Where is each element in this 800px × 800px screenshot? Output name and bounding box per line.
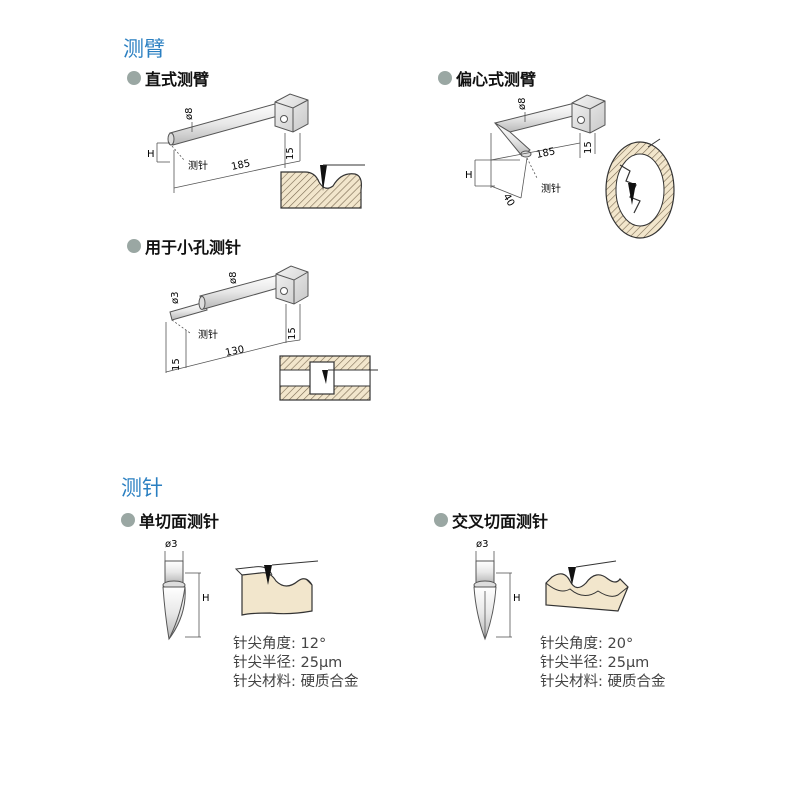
small-hole-arm-diagram: ø3 ø8 测针 15 130 15	[165, 265, 309, 373]
spec-radius: 针尖半径: 25µm	[233, 655, 343, 671]
dim-dia-label: ø3	[476, 539, 488, 550]
probe-label: 测针	[541, 182, 561, 195]
subtitle-cross-cut: 交叉切面测针	[434, 508, 548, 532]
single-cut-workpiece	[234, 560, 319, 616]
subtitle-cross-cut-label: 交叉切面测针	[452, 512, 549, 531]
dim-length-label: 185	[535, 146, 556, 161]
subtitle-single-cut-label: 单切面测针	[139, 512, 220, 531]
subtitle-small-hole-arm: 用于小孔测针	[127, 234, 241, 258]
subtitle-straight-arm: 直式测臂	[127, 66, 209, 90]
spec-angle: 针尖角度: 12°	[233, 636, 327, 652]
arm-block	[571, 94, 606, 134]
spec-angle: 针尖角度: 20°	[540, 636, 634, 652]
probe-label: 测针	[198, 328, 218, 341]
bullet-icon	[438, 71, 452, 85]
dim-h-label: H	[147, 149, 155, 160]
dim-dia-label: ø8	[517, 98, 528, 110]
bullet-icon	[434, 513, 448, 527]
bullet-icon	[127, 239, 141, 253]
arm-block	[274, 93, 309, 133]
spec-radius: 针尖半径: 25µm	[540, 655, 650, 671]
subtitle-eccentric-arm: 偏心式测臂	[438, 66, 536, 90]
subtitle-small-hole-arm-label: 用于小孔测针	[145, 238, 242, 257]
dim-offset-label: 15	[583, 141, 594, 154]
eccentric-workpiece	[605, 138, 675, 239]
dim-ecc-label: 40	[500, 192, 516, 209]
arm-thin-rod	[169, 301, 208, 321]
arm-bend	[494, 122, 531, 157]
dim-length-label: 130	[224, 344, 245, 359]
arm-rod-end	[167, 132, 175, 146]
arm-rod	[493, 102, 578, 133]
bullet-icon	[127, 71, 141, 85]
cross-cut-specs: 针尖角度: 20° 针尖半径: 25µm 针尖材料: 硬质合金	[540, 635, 666, 692]
small-hole-workpiece	[279, 355, 378, 401]
eccentric-arm-diagram: ø8 H 185 15 40 测针	[465, 94, 606, 209]
dim-dia2-label: ø8	[228, 272, 239, 284]
section-title-stylus: 测针	[121, 476, 163, 500]
spec-material: 针尖材料: 硬质合金	[233, 674, 359, 690]
single-cut-stylus: ø3 H	[162, 539, 210, 641]
arm-block	[275, 265, 309, 305]
bullet-icon	[121, 513, 135, 527]
dim-left-label: 15	[171, 358, 182, 371]
subtitle-straight-arm-label: 直式测臂	[145, 70, 210, 89]
dim-offset-label: 15	[285, 147, 296, 160]
cross-cut-stylus: ø3 H	[473, 539, 521, 641]
subtitle-eccentric-arm-label: 偏心式测臂	[456, 70, 537, 89]
straight-arm-diagram: ø8 H 测针 185 15	[147, 93, 309, 193]
single-cut-specs: 针尖角度: 12° 针尖半径: 25µm 针尖材料: 硬质合金	[233, 635, 359, 692]
dim-length-label: 185	[230, 158, 251, 173]
dim-dia-label: ø8	[184, 108, 195, 120]
dim-offset-label: 15	[287, 327, 298, 340]
probe-label: 测针	[188, 159, 208, 172]
dim-dia1-label: ø3	[170, 292, 181, 304]
straight-workpiece	[280, 164, 365, 209]
dim-h-label: H	[202, 593, 210, 604]
subtitle-single-cut: 单切面测针	[121, 508, 219, 532]
dim-h-label: H	[465, 170, 473, 181]
arm-rod	[199, 273, 286, 310]
section-title-arms: 测臂	[123, 37, 165, 61]
spec-material: 针尖材料: 硬质合金	[540, 674, 666, 690]
cross-cut-workpiece	[545, 560, 629, 612]
dim-dia-label: ø3	[165, 539, 177, 550]
dim-h-label: H	[513, 593, 521, 604]
